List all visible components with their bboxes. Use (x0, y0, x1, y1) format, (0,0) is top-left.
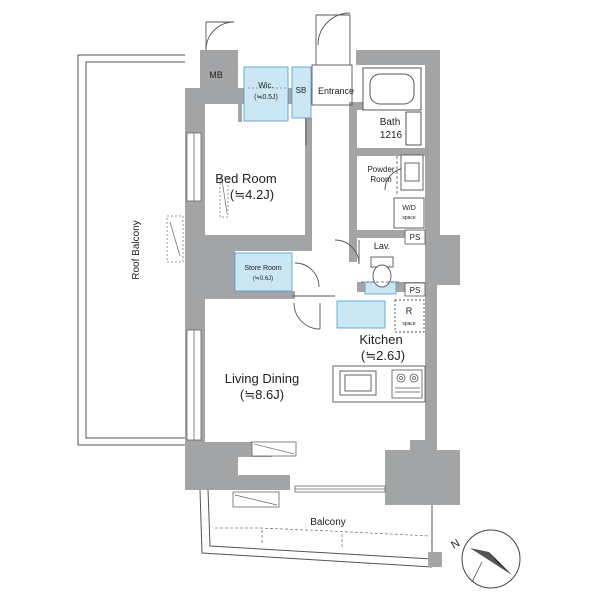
bedroom-size-label: (≒4.2J) (230, 187, 274, 202)
balcony-corner-post (428, 552, 442, 567)
roof-balcony-drain (166, 215, 184, 263)
fixtures (234, 66, 397, 329)
entrance-label: Entrance (318, 86, 354, 96)
compass-north-label: N (449, 537, 462, 551)
compass-icon (461, 529, 521, 589)
roof-balcony-label: Roof Balcony (131, 220, 142, 279)
roof-balcony-area (77, 54, 185, 446)
kitchen-label: Kitchen (359, 332, 402, 347)
wic-size-label: (≒0.5J) (254, 94, 278, 101)
toilet (370, 256, 394, 288)
kitchen-size-label: (≒2.6J) (361, 348, 405, 363)
powder-room-label-line1: Powder (367, 165, 394, 174)
ps-upper-label: PS (410, 233, 421, 242)
balcony-step (232, 491, 280, 508)
ps-shaft-lower (404, 282, 426, 297)
wic-label: Wic. (258, 81, 274, 90)
r-space-label: space (402, 321, 416, 327)
powder-room-label-line2: Room (370, 175, 392, 184)
ps-lower-label: PS (410, 286, 421, 295)
mb-label: MB (209, 70, 223, 80)
r-label: R (406, 306, 413, 316)
bath-label: Bath (380, 117, 401, 128)
powder-room-fixtures (393, 154, 425, 229)
stove-icon (391, 369, 423, 399)
ps-shaft-upper (404, 229, 426, 245)
windows (186, 132, 386, 493)
wd-label: W/D (402, 205, 416, 212)
wd-space-label: space (402, 215, 416, 221)
balcony-dashed-line (215, 527, 431, 549)
sb-label: SB (296, 86, 307, 95)
store-room-label: Store Room (244, 265, 282, 272)
closet-doors (219, 176, 297, 457)
living-dining-label: Living Dining (225, 371, 299, 386)
bath-size-label: 1216 (380, 130, 403, 141)
store-room-size-label: (≒0.6J) (253, 276, 273, 282)
balcony-label: Balcony (310, 517, 346, 528)
bedroom-label: Bed Room (215, 171, 276, 186)
living-dining-size-label: (≒8.6J) (240, 387, 284, 402)
kitchen-counter (332, 299, 426, 403)
doors (205, 12, 408, 330)
lav-label: Lav. (374, 241, 390, 251)
bathtub (362, 67, 422, 146)
